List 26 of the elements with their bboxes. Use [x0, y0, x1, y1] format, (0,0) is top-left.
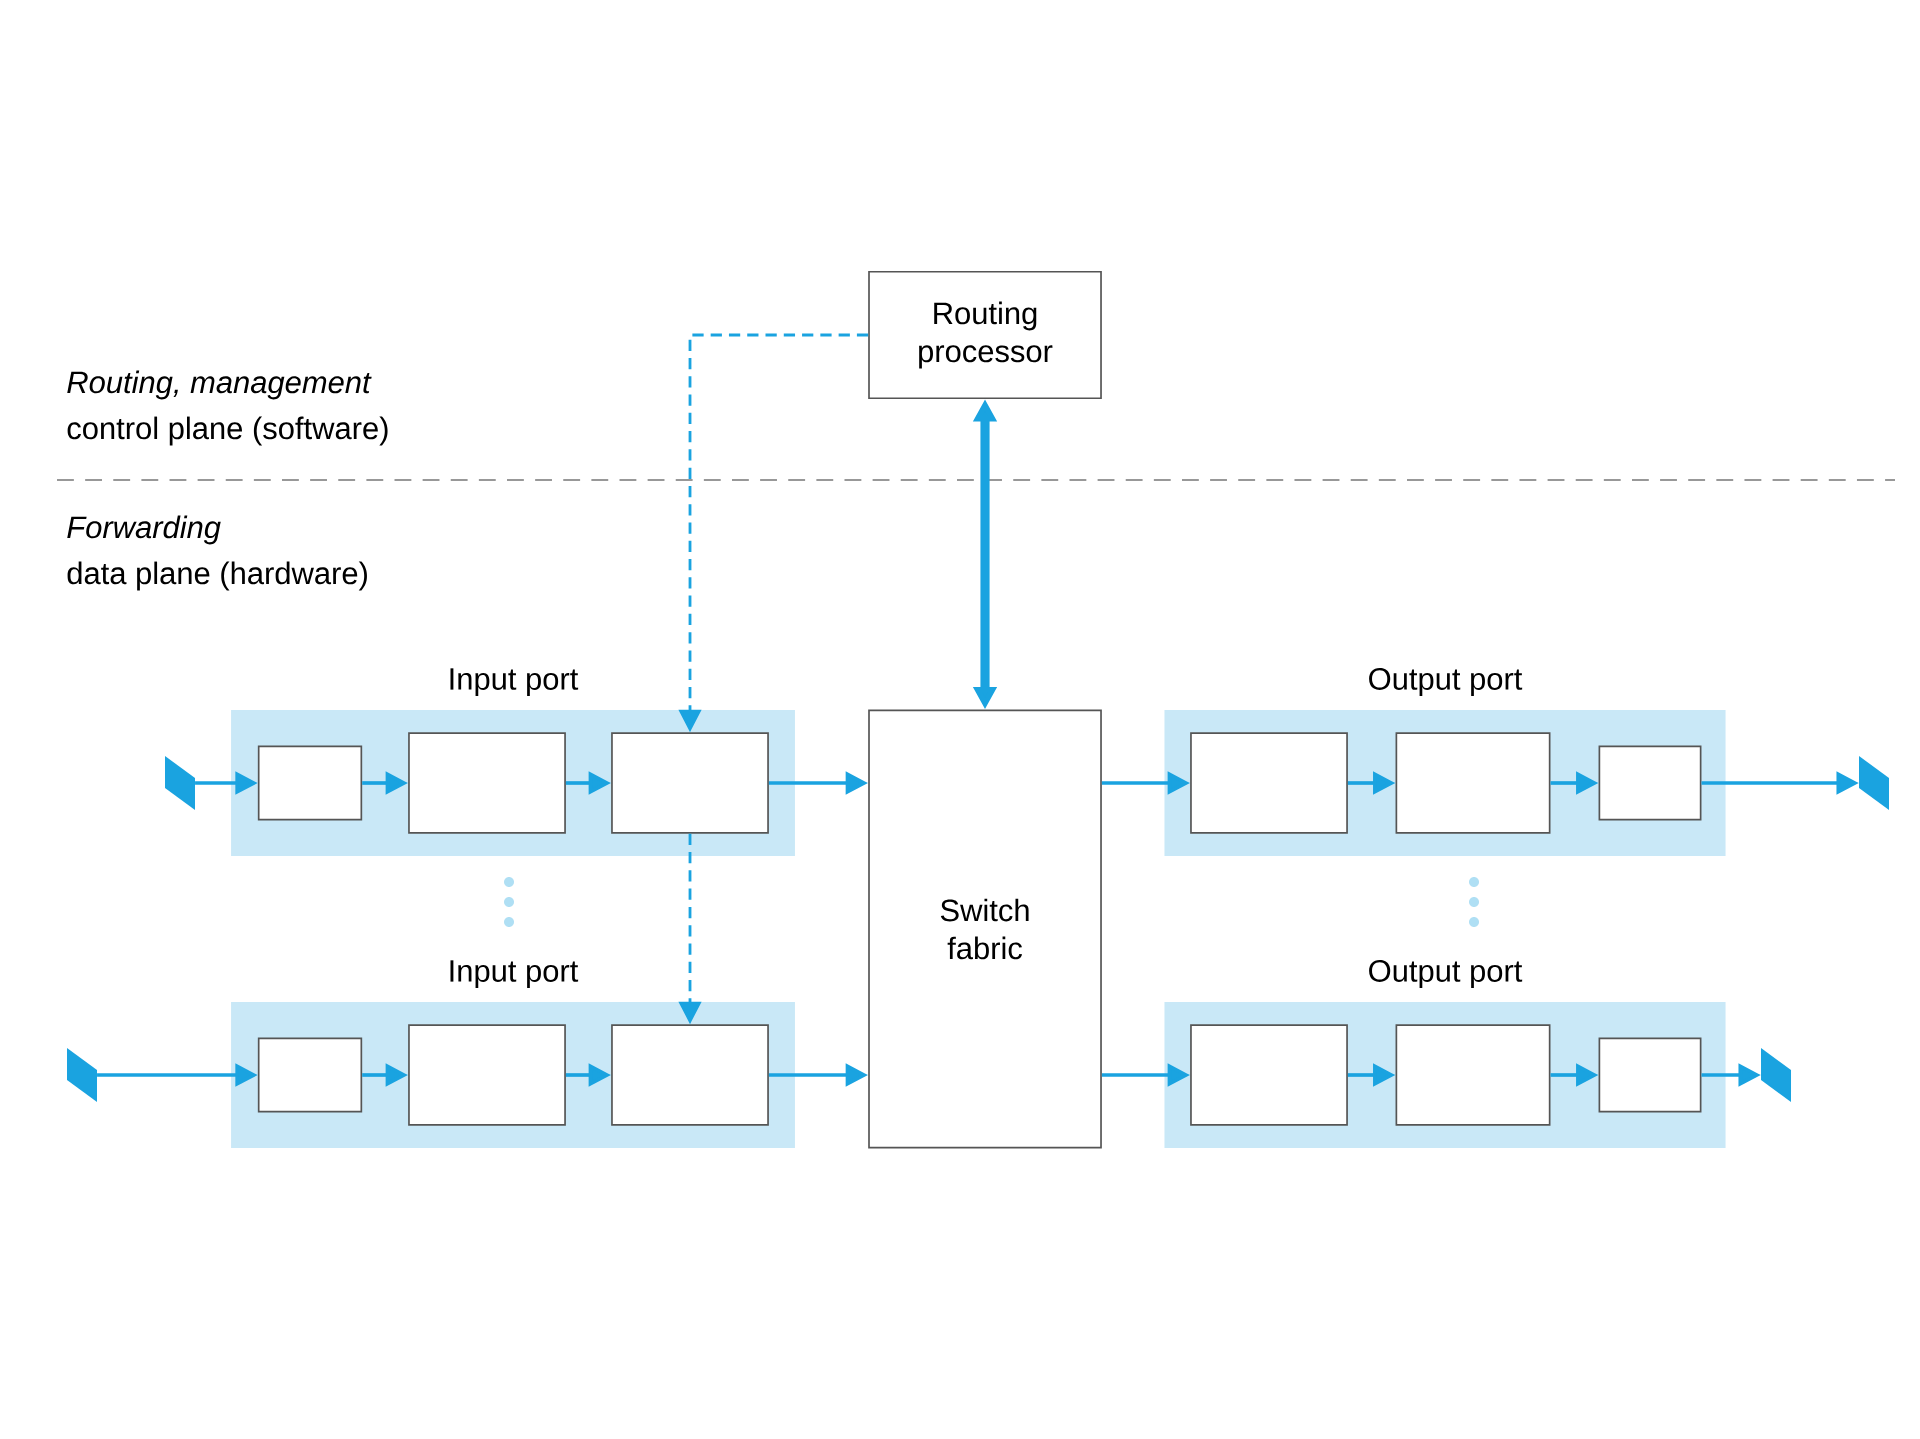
process-box [611, 732, 769, 834]
node-label: Output port [1369, 960, 1523, 989]
process-box [1395, 1024, 1551, 1126]
line-end-icon [165, 756, 195, 810]
line-end-icon [67, 1048, 97, 1102]
process-box [1598, 745, 1702, 821]
plane-label: Forwarding [67, 515, 221, 545]
process-box [1190, 1024, 1348, 1126]
switch-fabric-box: Switch fabric [868, 709, 1102, 1149]
process-box [1598, 1037, 1702, 1113]
line-end-icon [1859, 756, 1889, 810]
plane-label: control plane (software) [67, 416, 388, 446]
node-label: Input port [450, 960, 579, 989]
process-box [611, 1024, 769, 1126]
plane-label: data plane (hardware) [67, 561, 367, 591]
node-label: Input port [450, 668, 579, 697]
process-box [257, 1037, 363, 1113]
process-box [408, 1024, 566, 1126]
plane-label: Routing, management [67, 370, 372, 400]
line-end-icon [1761, 1048, 1791, 1102]
process-box [408, 732, 566, 834]
process-box [1190, 732, 1348, 834]
process-box [257, 745, 363, 821]
node-label: Output port [1369, 668, 1523, 697]
processor-box: Routing processor [868, 270, 1102, 400]
process-box [1395, 732, 1551, 834]
